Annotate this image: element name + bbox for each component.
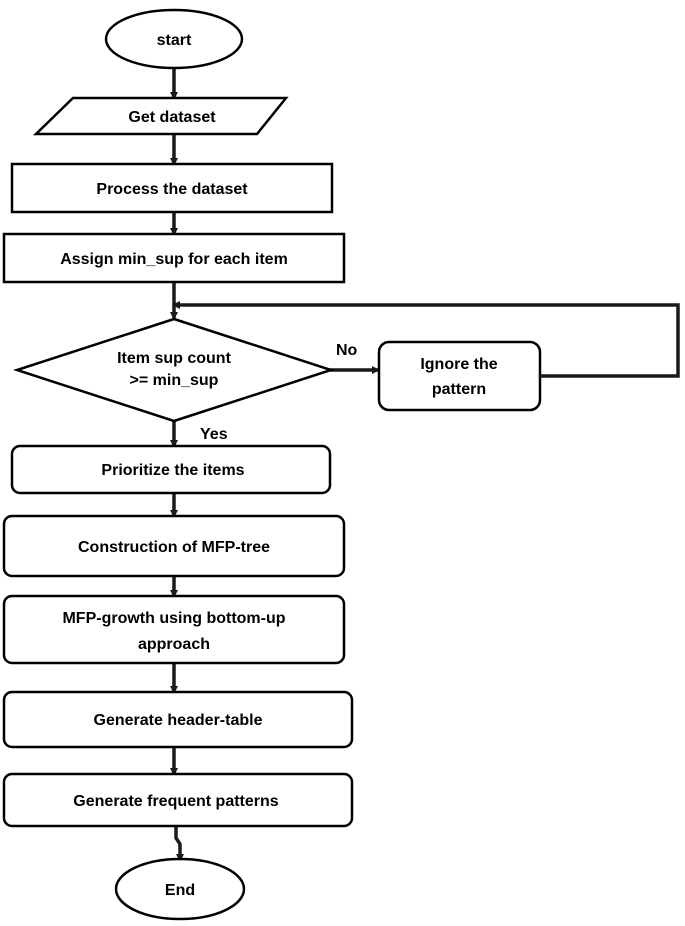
decision-node: Item sup count >= min_sup [12,317,336,423]
prioritize-node: Prioritize the items [10,444,332,495]
assign-min-sup-label: Assign min_sup for each item [60,251,288,268]
decision-label-line1: Item sup count [117,350,231,367]
ignore-pattern-label-line1: Ignore the [420,356,497,373]
frequent-patterns-label: Generate frequent patterns [73,793,278,810]
edge-ignore-loop-back [172,301,680,378]
edges [170,68,680,862]
get-dataset-label: Get dataset [128,109,216,126]
header-table-node: Generate header-table [2,690,354,749]
get-dataset-node: Get dataset [32,96,289,136]
edge-label-no: No [336,342,358,359]
start-label: start [157,32,192,49]
decision-label-line2: >= min_sup [130,372,219,389]
ignore-pattern-node: Ignore the pattern [377,340,542,412]
end-label: End [165,882,195,899]
mfp-growth-node: MFP-growth using bottom-up approach [2,594,346,665]
mfp-growth-label-line1: MFP-growth using bottom-up [62,610,285,627]
construct-tree-node: Construction of MFP-tree [2,514,346,578]
process-dataset-node: Process the dataset [10,162,334,214]
edge-label-yes: Yes [200,426,228,443]
mfp-growth-label-line2: approach [138,636,210,653]
process-dataset-label: Process the dataset [96,181,248,198]
assign-min-sup-node: Assign min_sup for each item [2,232,346,284]
prioritize-label: Prioritize the items [101,462,244,479]
start-node: start [104,8,244,70]
construct-tree-label: Construction of MFP-tree [78,539,270,556]
frequent-patterns-node: Generate frequent patterns [2,772,354,828]
ignore-pattern-label-line2: pattern [432,381,486,398]
edge-frequent-to-end [174,826,184,862]
header-table-label: Generate header-table [94,712,263,729]
end-node: End [114,857,246,921]
